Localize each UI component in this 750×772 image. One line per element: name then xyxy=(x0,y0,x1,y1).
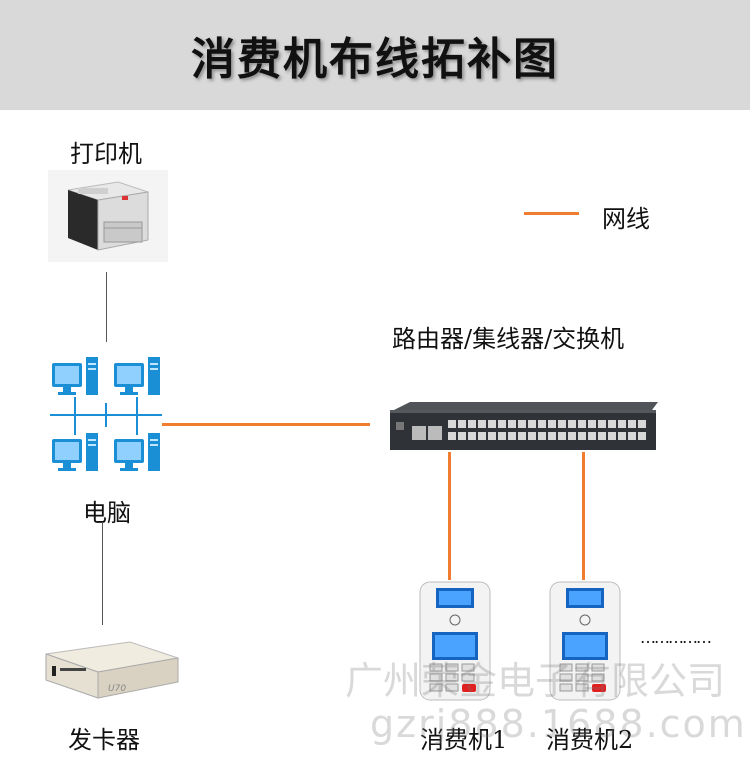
computer-to-switch-cable xyxy=(162,423,370,426)
computer-group-icon xyxy=(50,357,162,471)
terminal2-label: 消费机2 xyxy=(546,726,634,754)
switch-to-terminal2-cable xyxy=(582,452,585,580)
title-bar: 消费机布线拓补图 xyxy=(0,0,750,110)
printer-icon xyxy=(48,170,168,262)
more-terminals-ellipsis: …………… xyxy=(640,628,712,647)
terminal2-icon xyxy=(549,581,621,701)
card-issuer-icon: U70 xyxy=(45,641,179,699)
computer-label: 电脑 xyxy=(83,499,131,527)
printer-to-computer-link xyxy=(106,272,107,342)
terminal1-label: 消费机1 xyxy=(420,726,508,754)
watermark-company: 广州荣金电子有限公司 xyxy=(345,659,726,703)
svg-text:U70: U70 xyxy=(108,684,126,694)
terminal1-icon xyxy=(419,581,491,701)
switch-icon xyxy=(390,402,658,450)
diagram-title: 消费机布线拓补图 xyxy=(191,34,559,85)
legend-label: 网线 xyxy=(602,205,650,233)
computer-to-card-issuer-link xyxy=(102,522,103,625)
switch-label: 路由器/集线器/交换机 xyxy=(392,325,625,353)
switch-to-terminal1-cable xyxy=(448,452,451,580)
printer-label: 打印机 xyxy=(70,140,142,168)
legend-cable-line xyxy=(524,212,579,215)
card-issuer-label: 发卡器 xyxy=(68,726,140,754)
